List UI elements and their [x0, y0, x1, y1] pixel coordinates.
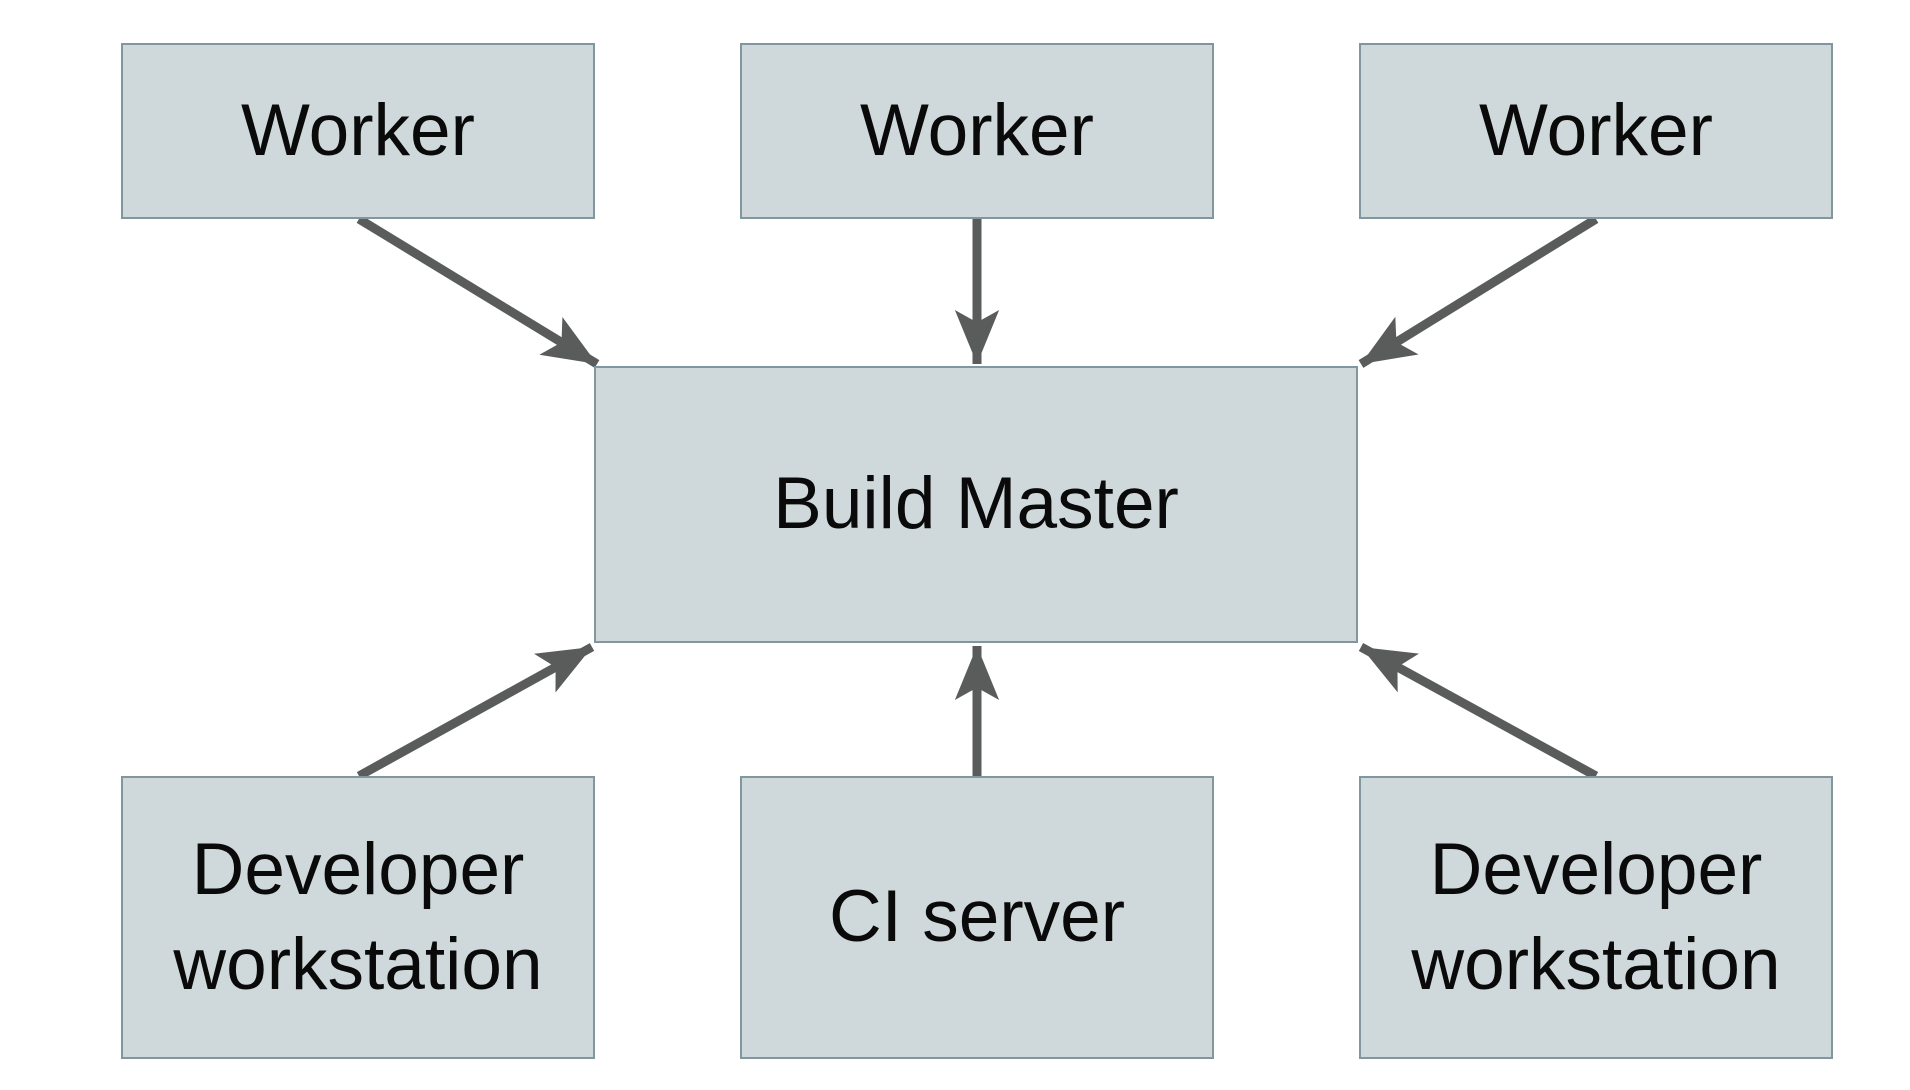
arrow-worker3-to-buildmaster [1358, 215, 1599, 368]
arrow-devworkstation2-to-buildmaster [1358, 643, 1599, 780]
node-worker-2: Worker [740, 43, 1214, 219]
node-developer-workstation-2: Developer workstation [1359, 776, 1833, 1059]
arrow-devworkstation1-to-buildmaster [356, 643, 595, 780]
node-worker-2-label: Worker [860, 89, 1094, 171]
node-worker-3: Worker [1359, 43, 1833, 219]
node-developer-workstation-2-label: Developer workstation [1411, 828, 1781, 1005]
node-worker-1: Worker [121, 43, 595, 219]
node-developer-workstation-1: Developer workstation [121, 776, 595, 1059]
node-developer-workstation-1-label: Developer workstation [173, 828, 543, 1005]
node-worker-3-label: Worker [1479, 89, 1713, 171]
node-build-master: Build Master [594, 366, 1358, 643]
node-build-master-label: Build Master [773, 463, 1179, 545]
node-ci-server-label: CI server [828, 876, 1126, 958]
node-worker-1-label: Worker [241, 89, 475, 171]
arrow-worker1-to-buildmaster [356, 215, 600, 368]
node-ci-server: CI server [740, 776, 1214, 1059]
